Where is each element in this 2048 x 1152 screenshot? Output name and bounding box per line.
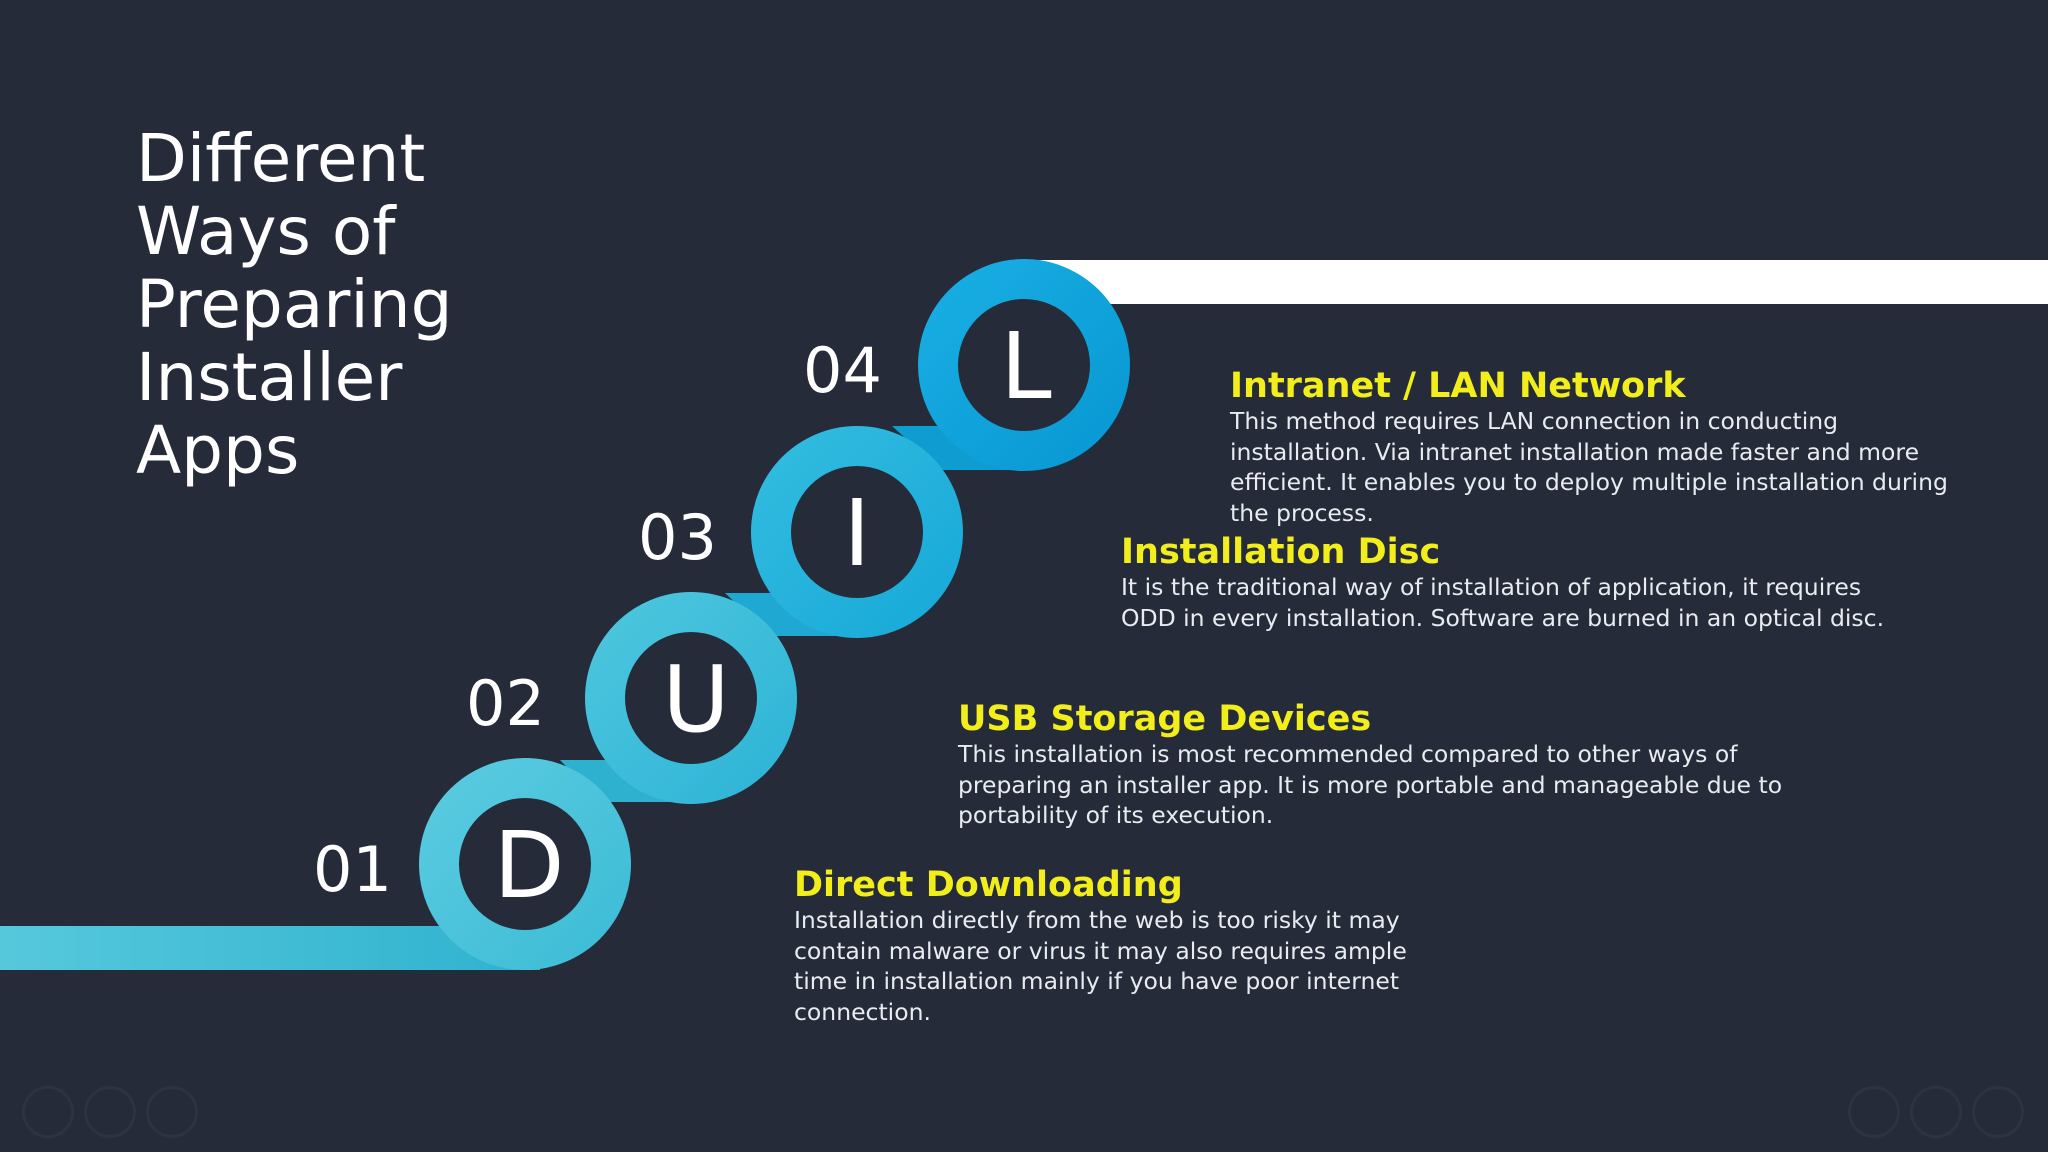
- title-line: Installer: [136, 339, 403, 416]
- circle-i: [751, 426, 963, 638]
- decorative-circle: [1972, 1086, 2024, 1138]
- step-number: 02: [466, 667, 545, 740]
- step-number: 03: [638, 501, 717, 574]
- step-heading: USB Storage Devices: [958, 699, 1372, 739]
- letter-l: L: [1000, 313, 1051, 420]
- letter-u: U: [662, 646, 729, 753]
- title-line: Different: [136, 120, 426, 197]
- decorative-circle: [84, 1086, 136, 1138]
- step-description: This method requires LAN connection in c…: [1230, 407, 1948, 527]
- circle-l: [918, 259, 1130, 471]
- step-number: 01: [313, 833, 392, 906]
- title-line: Preparing: [136, 266, 453, 343]
- step-block-direct: Direct Downloading Installation directly…: [794, 865, 1454, 1027]
- circle-d: [419, 758, 631, 970]
- step-block-usb: USB Storage Devices This installation is…: [958, 699, 1788, 831]
- step-heading: Installation Disc: [1121, 532, 1441, 572]
- step-number: 04: [803, 334, 882, 407]
- circle-u: [585, 592, 797, 804]
- letter-d: D: [494, 812, 565, 919]
- step-description: It is the traditional way of installatio…: [1121, 573, 1885, 632]
- top-band: [1020, 260, 2048, 304]
- decorative-circle: [22, 1086, 74, 1138]
- step-description: This installation is most recommended co…: [958, 740, 1783, 829]
- letter-i: I: [843, 480, 870, 587]
- step-block-intranet: Intranet / LAN Network This method requi…: [1230, 366, 1970, 528]
- decorative-circle: [146, 1086, 198, 1138]
- title-line: Ways of: [136, 193, 396, 270]
- step-heading: Direct Downloading: [794, 865, 1183, 905]
- slide-title: Different Ways of Preparing Installer Ap…: [136, 122, 556, 487]
- decorative-circle: [1848, 1086, 1900, 1138]
- decorative-circle: [1910, 1086, 1962, 1138]
- step-description: Installation directly from the web is to…: [794, 906, 1407, 1026]
- title-line: Apps: [136, 412, 300, 489]
- step-block-disc: Installation Disc It is the traditional …: [1121, 532, 1911, 633]
- step-heading: Intranet / LAN Network: [1230, 366, 1686, 406]
